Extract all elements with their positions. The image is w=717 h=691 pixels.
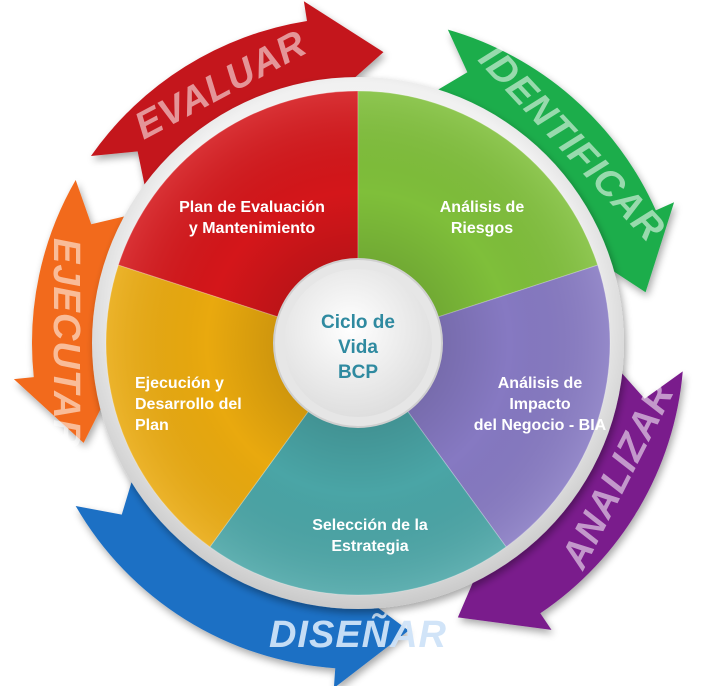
center-title-line-3: BCP [338, 362, 378, 383]
center-hub: Ciclo de Vida BCP [273, 258, 443, 428]
segment-label-5-line-3: Plan [135, 417, 169, 434]
segment-label-3-line-3: del Negocio - BIA [474, 417, 607, 434]
center-title-line-2: Vida [338, 337, 378, 358]
arrow-label-ejecutar: EJECUTAR [45, 238, 87, 448]
center-title-line-1: Ciclo de [321, 312, 395, 333]
segment-label-2-line-1: Análisis de [440, 199, 525, 216]
segment-label-3-line-2: Impacto [509, 396, 571, 413]
segment-label-5-line-1: Ejecución y [135, 375, 224, 392]
segment-label-4-line-2: Estrategia [331, 538, 408, 555]
segment-label-4-line-1: Selección de la [312, 517, 428, 534]
arrow-label-disenar: DISEÑAR [269, 612, 447, 656]
center-hub-disc [284, 269, 432, 417]
arrow-evaluar [90, 1, 384, 196]
segment-label-1-line-2: y Mantenimiento [189, 220, 315, 237]
segment-label-1-line-1: Plan de Evaluación [179, 199, 325, 216]
segment-label-2-line-2: Riesgos [451, 220, 513, 237]
segment-label-3-line-1: Análisis de [498, 375, 583, 392]
segment-label-5-line-2: Desarrollo del [135, 396, 242, 413]
